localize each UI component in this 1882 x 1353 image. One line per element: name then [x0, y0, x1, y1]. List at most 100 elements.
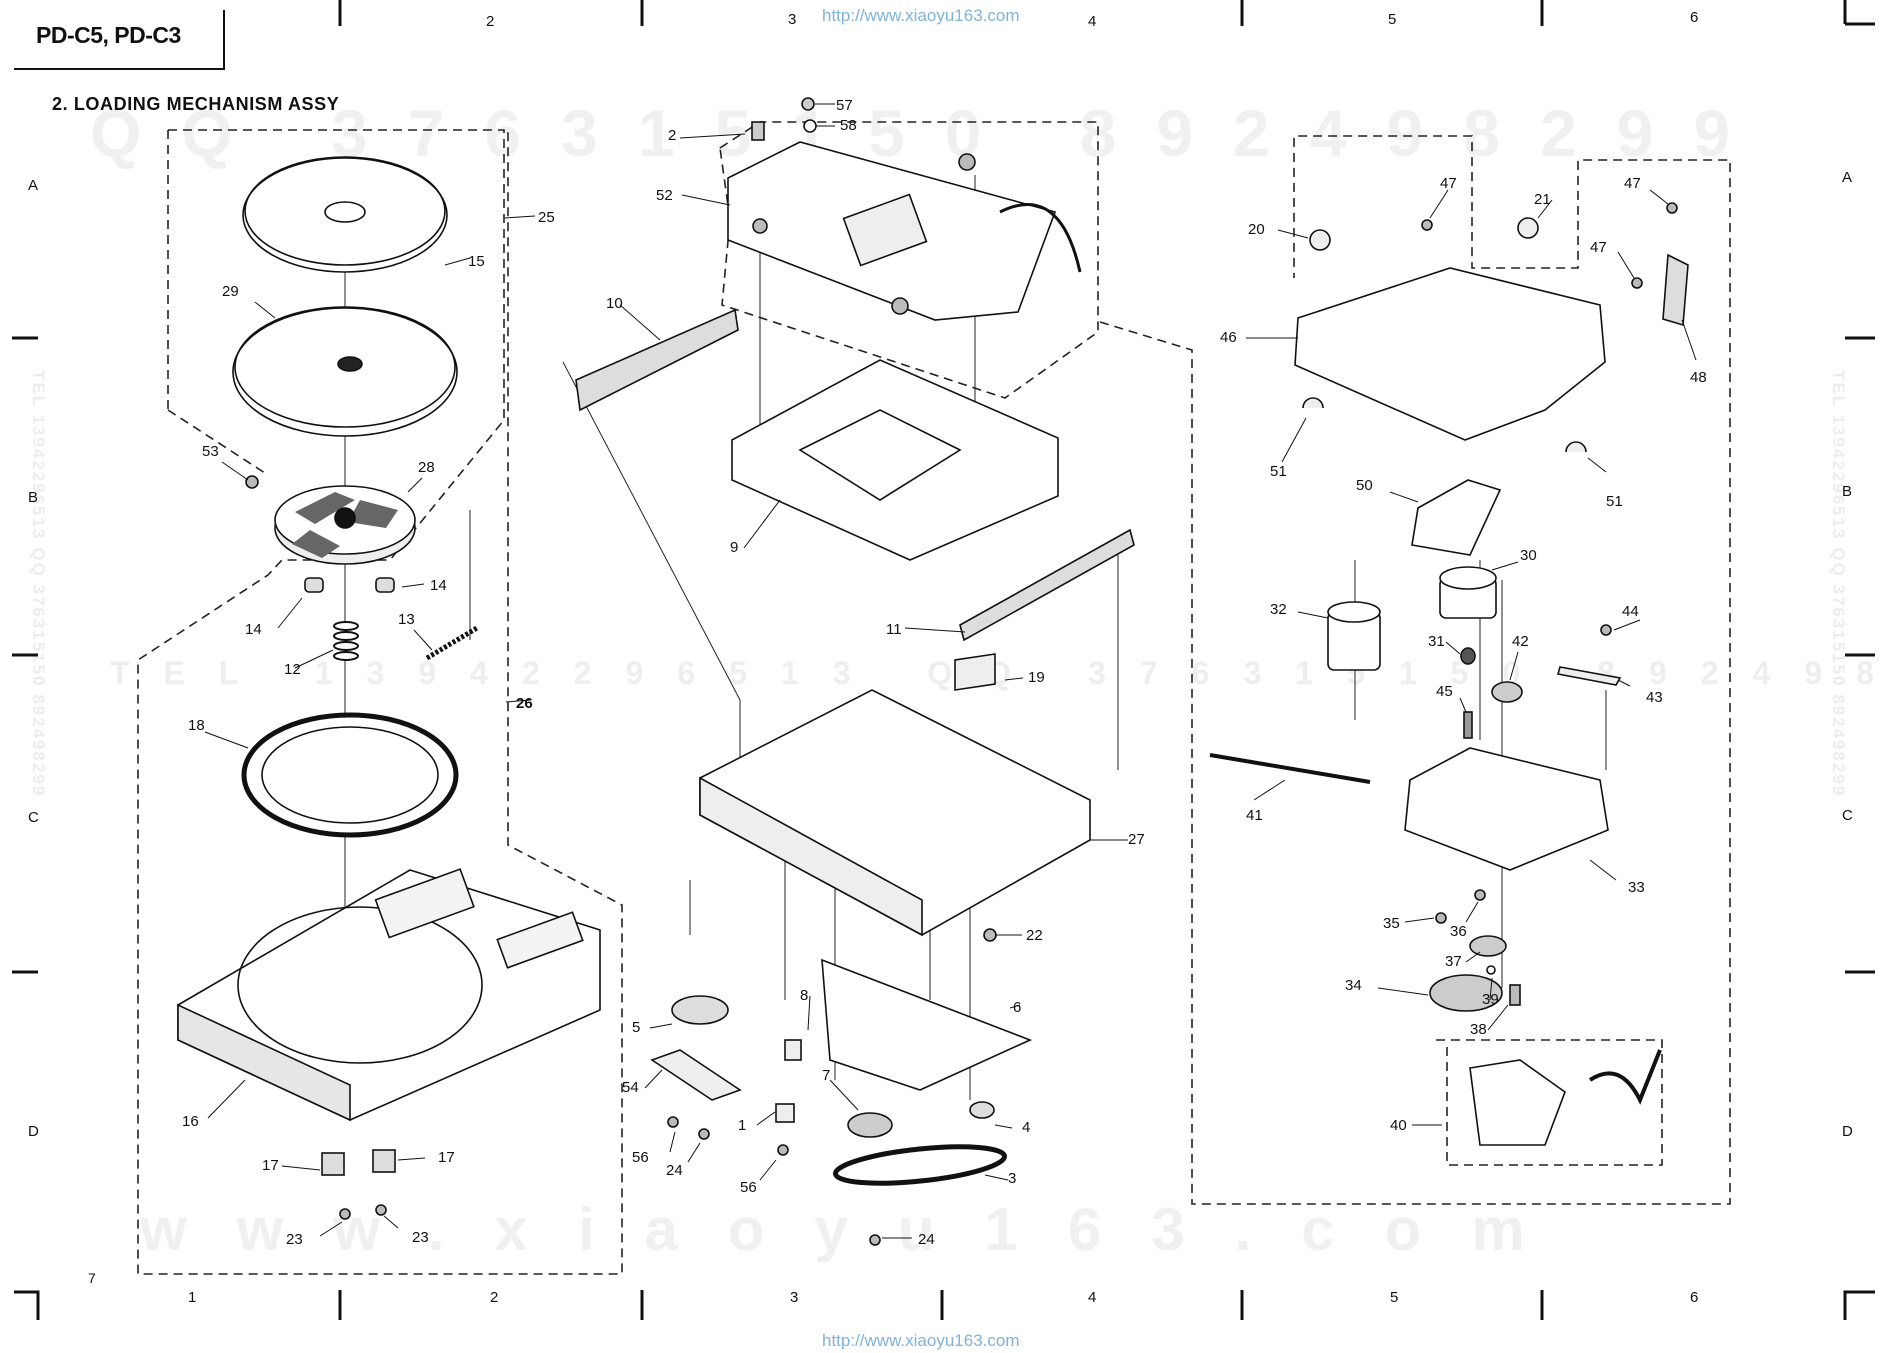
part-39-washer: [1486, 965, 1496, 975]
part-11-rail: [959, 528, 1135, 642]
part-label: 47: [1590, 239, 1607, 256]
col-label-bottom: 6: [1690, 1289, 1698, 1306]
part-33-sled: [1404, 747, 1609, 871]
part-label: 53: [202, 443, 219, 460]
part-label: 48: [1690, 369, 1707, 386]
outline-left-line-2: [167, 409, 269, 476]
part-2-screw: [751, 121, 765, 141]
part-47-screw: [1631, 277, 1643, 289]
left-parts: [177, 156, 601, 1220]
source-url-top[interactable]: http://www.xiaoyu163.com: [822, 6, 1020, 25]
part-label: 10: [606, 295, 623, 312]
part-label: 7: [822, 1067, 830, 1084]
col-label-top: 3: [788, 11, 796, 28]
part-label: 25: [538, 209, 555, 226]
outline-disc-group: [137, 129, 623, 1275]
part-label: 3: [1008, 1170, 1016, 1187]
part-label: 20: [1248, 221, 1265, 238]
part-50-bracket: [1411, 479, 1502, 556]
part-53-clip: [245, 475, 259, 489]
part-14-foot: [304, 577, 324, 593]
part-44-screw: [1600, 624, 1612, 636]
model-box: [14, 10, 225, 70]
part-24-screw: [869, 1234, 881, 1246]
part-31-pinion: [1460, 647, 1476, 665]
part-6-cam: [821, 958, 1033, 1091]
part-40-pickup: [1469, 1059, 1566, 1146]
source-url-bottom[interactable]: http://www.xiaoyu163.com: [822, 1331, 1020, 1350]
part-label: 12: [284, 661, 301, 678]
part-24-screw: [698, 1128, 710, 1140]
part-7-pulley: [847, 1112, 893, 1138]
part-57-screw: [801, 97, 815, 111]
part-label: 24: [666, 1162, 683, 1179]
part-8-lever: [784, 1039, 802, 1061]
col-label-bottom: 2: [490, 1289, 498, 1306]
part-35-screw: [1435, 912, 1447, 924]
part-label: 8: [800, 987, 808, 1004]
col-label-top: 6: [1690, 9, 1698, 26]
part-14-foot: [375, 577, 395, 593]
part-3-belt: [832, 1144, 1008, 1186]
part-label: 34: [1345, 977, 1362, 994]
part-23-screw: [375, 1204, 387, 1216]
part-47-screw: [1666, 202, 1678, 214]
part-label: 30: [1520, 547, 1537, 564]
part-56-screw: [667, 1116, 679, 1128]
part-19-hub: [954, 653, 996, 691]
part-label: 19: [1028, 669, 1045, 686]
part-label: 31: [1428, 633, 1445, 650]
part-label: 51: [1606, 493, 1623, 510]
col-label-bottom: 5: [1390, 1289, 1398, 1306]
part-number-labels: 1 2 3 4 5 6 7 8 9 10 11 12 13 14 14 15 1…: [182, 97, 1707, 1248]
part-5-gear: [671, 995, 729, 1025]
part-label: 42: [1512, 633, 1529, 650]
col-label-top: 5: [1388, 11, 1396, 28]
part-label: 38: [1470, 1021, 1487, 1038]
part-58-washer: [803, 119, 817, 133]
part-label: 37: [1445, 953, 1462, 970]
part-43-bar: [1556, 666, 1622, 686]
part-34-gear: [1429, 974, 1503, 1012]
part-label: 2: [668, 127, 676, 144]
part-label: 41: [1246, 807, 1263, 824]
row-label-right: C: [1842, 807, 1853, 824]
part-41-shaft: [1209, 753, 1371, 784]
part-label: 58: [840, 117, 857, 134]
part-label: 17: [438, 1149, 455, 1166]
col-label-bottom: 3: [790, 1289, 798, 1306]
part-46-base-plate: [1294, 267, 1606, 441]
part-18-ring: [241, 712, 459, 838]
part-label: 39: [1482, 991, 1499, 1008]
row-label-left: C: [28, 809, 39, 826]
part-label: 35: [1383, 915, 1400, 932]
part-label: 15: [468, 253, 485, 270]
row-label-right: A: [1842, 169, 1852, 186]
part-label: 47: [1624, 175, 1641, 192]
part-45-spring: [1463, 711, 1473, 739]
part-label: 16: [182, 1113, 199, 1130]
part-17-foot: [321, 1152, 345, 1176]
part-10-rail: [575, 308, 739, 412]
part-label: 23: [412, 1229, 429, 1246]
part-label: 13: [398, 611, 415, 628]
page-number: 7: [88, 1270, 96, 1286]
row-label-left: D: [28, 1123, 39, 1140]
group-outlines: [137, 121, 1731, 1275]
part-22-screw: [983, 928, 997, 942]
row-label-left: A: [28, 177, 38, 194]
part-56-screw: [777, 1144, 789, 1156]
part-label: 57: [836, 97, 853, 114]
label-leaders: [204, 103, 1697, 1239]
part-38-shaft: [1509, 984, 1521, 1006]
part-17-foot: [372, 1149, 396, 1173]
watermark-www: www.xiaoyu163.com: [140, 1196, 1575, 1263]
col-label-bottom: 4: [1088, 1289, 1096, 1306]
col-label-top: 2: [486, 13, 494, 30]
section-title: 2. LOADING MECHANISM ASSY: [52, 94, 340, 114]
part-label: 14: [245, 621, 262, 638]
row-label-right: D: [1842, 1123, 1853, 1140]
part-4-foot: [969, 1101, 995, 1119]
part-label: 1: [738, 1117, 746, 1134]
part-label: 40: [1390, 1117, 1407, 1134]
